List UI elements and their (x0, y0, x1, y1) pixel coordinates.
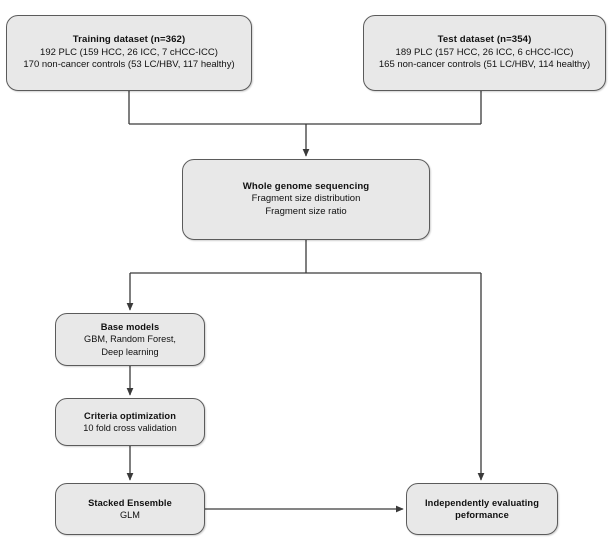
node-training-dataset: Training dataset (n=362) 192 PLC (159 HC… (6, 15, 252, 91)
node-line: Fragment size ratio (265, 205, 347, 217)
node-test-dataset: Test dataset (n=354) 189 PLC (157 HCC, 2… (363, 15, 606, 91)
node-line: 192 PLC (159 HCC, 26 ICC, 7 cHCC-ICC) (40, 46, 218, 58)
node-line: 10 fold cross validation (83, 423, 177, 434)
node-line: 165 non-cancer controls (51 LC/HBV, 114 … (378, 59, 591, 71)
node-line: Fragment size distribution (251, 193, 361, 205)
node-line: 170 non-cancer controls (53 LC/HBV, 117 … (23, 59, 235, 71)
node-base-models: Base models GBM, Random Forest, Deep lea… (55, 313, 205, 366)
node-whole-genome-sequencing: Whole genome sequencing Fragment size di… (182, 159, 430, 240)
node-title: Criteria optimization (84, 410, 176, 421)
node-title: Test dataset (n=354) (437, 34, 532, 46)
node-title: Base models (100, 322, 160, 333)
node-independent-evaluation: Independently evaluating peformance (406, 483, 558, 535)
node-line: GBM, Random Forest, (84, 334, 176, 345)
node-stacked-ensemble: Stacked Ensemble GLM (55, 483, 205, 535)
node-line: Deep learning (101, 346, 159, 357)
node-line: GLM (120, 510, 140, 521)
node-title: Training dataset (n=362) (72, 34, 186, 46)
node-title: Stacked Ensemble (88, 497, 172, 508)
node-title: Independently evaluating (425, 497, 539, 508)
node-criteria-optimization: Criteria optimization 10 fold cross vali… (55, 398, 205, 446)
node-line: 189 PLC (157 HCC, 26 ICC, 6 cHCC-ICC) (395, 46, 574, 58)
node-title-line2: peformance (455, 510, 509, 520)
node-title: Whole genome sequencing (242, 180, 370, 192)
